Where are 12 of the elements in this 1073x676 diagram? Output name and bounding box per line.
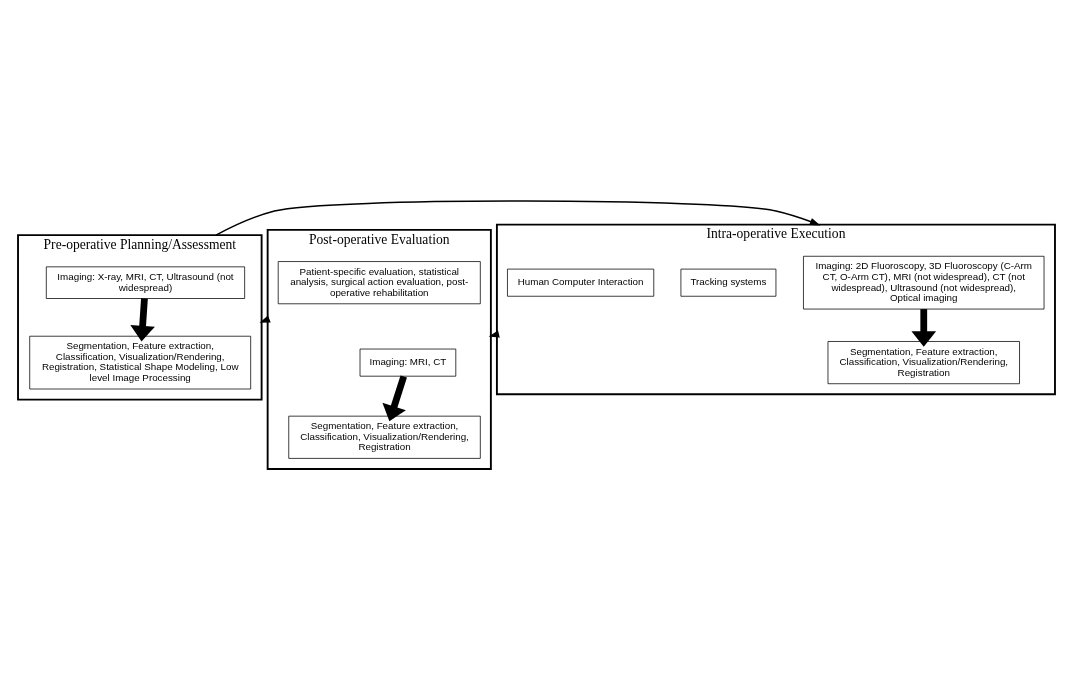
arrow [130, 298, 155, 342]
node-box: Human Computer Interaction [507, 268, 655, 297]
node-box: Imaging: 2D Fluoroscopy, 3D Fluoroscopy (C-Arm CT, O-Arm CT), MRI (not widespread), CT (not widespread), Ultrasound (not widespread), Optical imaging [803, 255, 1045, 310]
node-box: Patient-specific evaluation, statistical analysis, surgical action evaluation, post-operative rehabilitation [277, 261, 481, 305]
node-box: Segmentation, Feature extraction, Classification, Visualization/Rendering, Registration [827, 341, 1020, 385]
arrow [382, 375, 407, 422]
node-box: Tracking systems [680, 268, 777, 297]
node-box: Segmentation, Feature extraction, Classification, Visualization/Rendering, Registration, Statistical Shape Modeling, Low level Image Processing [29, 335, 252, 390]
node-box: Segmentation, Feature extraction, Classification, Visualization/Rendering, Registration [288, 415, 481, 459]
arrow [215, 200, 821, 236]
node-box: Imaging: MRI, CT [359, 348, 457, 377]
node-box: Imaging: X-ray, MRI, CT, Ultrasound (not widespread) [45, 266, 245, 299]
